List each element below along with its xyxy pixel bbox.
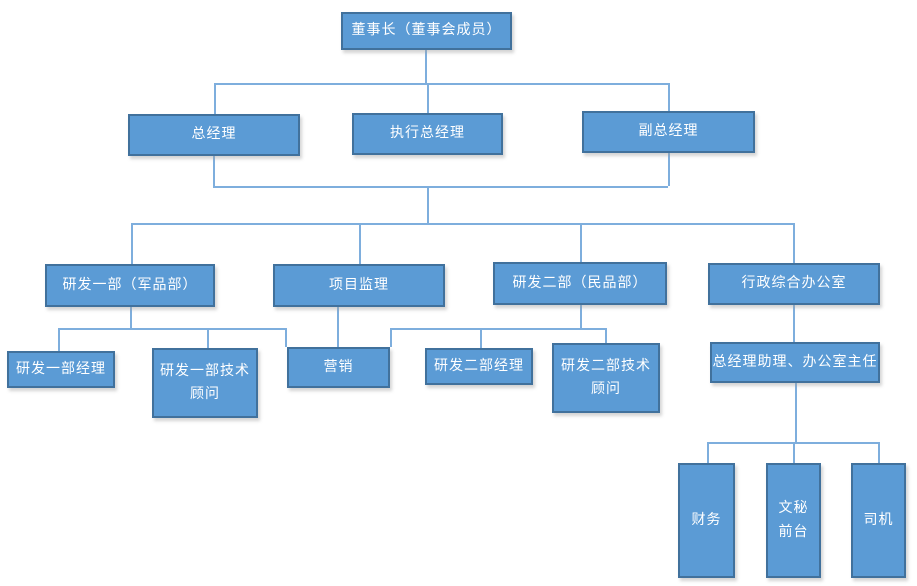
- connector-line: [337, 307, 339, 347]
- connector-line: [668, 83, 670, 111]
- connector-line: [793, 305, 795, 342]
- connector-line: [480, 328, 482, 348]
- org-node-rd-dept2-civilian: 研发二部（民品部）: [493, 262, 667, 305]
- connector-line: [427, 83, 429, 113]
- org-node-rd2-tech-advisor: 研发二部技术 顾问: [552, 343, 660, 413]
- connector-line: [580, 305, 582, 328]
- connector-line: [207, 328, 209, 348]
- connector-line: [214, 83, 216, 114]
- org-node-rd1-manager: 研发一部经理: [7, 351, 115, 388]
- org-node-project-supervision: 项目监理: [273, 264, 445, 307]
- org-node-gm-assistant-office-director: 总经理助理、办公室主任: [710, 342, 880, 383]
- connector-line: [425, 50, 427, 83]
- connector-line: [390, 328, 605, 330]
- connector-line: [707, 442, 878, 444]
- connector-line: [285, 328, 287, 347]
- connector-line: [214, 83, 669, 85]
- connector-line: [878, 442, 880, 463]
- org-node-executive-general-manager: 执行总经理: [352, 113, 503, 155]
- connector-line: [668, 153, 670, 186]
- connector-line: [58, 328, 60, 351]
- connector-line: [213, 186, 668, 188]
- connector-line: [793, 223, 795, 263]
- org-node-rd1-tech-advisor: 研发一部技术 顾问: [152, 348, 258, 418]
- connector-line: [707, 442, 709, 463]
- org-node-admin-general-office: 行政综合办公室: [708, 263, 880, 305]
- org-node-driver: 司机: [851, 463, 906, 578]
- connector-line: [793, 442, 795, 463]
- connector-line: [213, 156, 215, 186]
- connector-line: [131, 223, 793, 225]
- org-node-marketing: 营销: [287, 347, 390, 388]
- org-node-general-manager: 总经理: [128, 114, 300, 156]
- connector-line: [795, 383, 797, 442]
- org-node-deputy-general-manager: 副总经理: [582, 111, 755, 153]
- connector-line: [427, 186, 429, 223]
- connector-line: [131, 223, 133, 264]
- org-node-chairman: 董事长（董事会成员）: [341, 12, 512, 50]
- connector-line: [130, 307, 132, 328]
- org-node-rd2-manager: 研发二部经理: [425, 348, 533, 385]
- org-node-finance: 财务: [678, 463, 735, 578]
- connector-line: [605, 328, 607, 343]
- org-node-secretary-reception: 文秘 前台: [766, 463, 821, 578]
- connector-line: [580, 223, 582, 262]
- connector-line: [58, 328, 285, 330]
- org-node-rd-dept1-military: 研发一部（军品部）: [45, 264, 215, 307]
- connector-line: [390, 328, 392, 347]
- connector-line: [359, 223, 361, 264]
